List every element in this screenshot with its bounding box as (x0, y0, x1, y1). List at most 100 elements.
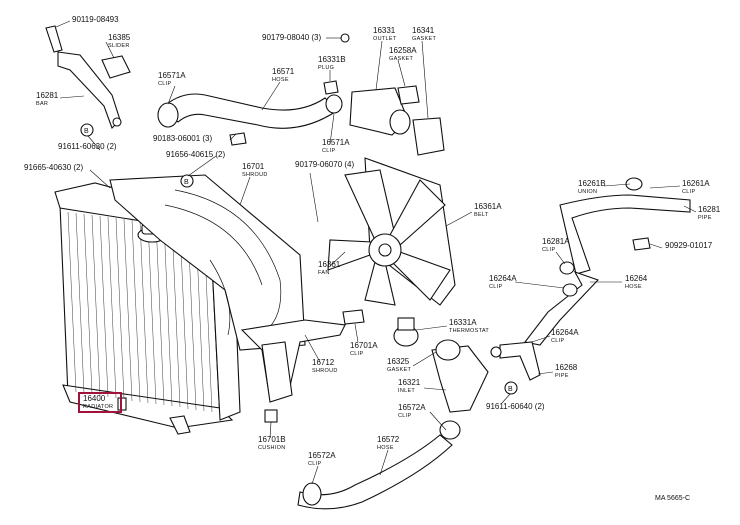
part-name: CLIP (489, 284, 502, 290)
gasket-16341[interactable] (412, 117, 445, 156)
bracket-90183[interactable] (229, 132, 247, 146)
part-name: GASKET (387, 367, 411, 373)
part-label-90183-06001[interactable]: 90183-06001 (3) (153, 134, 212, 143)
pipe-16268[interactable] (490, 341, 541, 381)
part-name: OUTLET (373, 36, 397, 42)
lower-hose[interactable] (297, 420, 461, 510)
part-number: 16701B (258, 435, 286, 444)
part-number: 16572A (308, 451, 336, 460)
part-label-91665-40630[interactable]: 91665-40630 (2) (24, 163, 83, 172)
part-name: THERMOSTAT (449, 328, 489, 334)
cooling-fan[interactable] (327, 169, 451, 306)
part-label-91611-60630[interactable]: 91611-60630 (2) (58, 142, 117, 151)
part-number: 16572 (377, 435, 400, 444)
part-name: PIPE (555, 373, 569, 379)
part-number: 91611-60630 (2) (58, 142, 117, 151)
part-number: 16385 (108, 33, 131, 42)
bolt-marker-b-3: B (504, 381, 518, 395)
part-label-90179-06070[interactable]: 90179-06070 (4) (295, 160, 354, 169)
lower-shroud[interactable] (240, 319, 346, 403)
slider-16385 (101, 55, 131, 79)
part-number: 91656-40615 (2) (166, 150, 225, 159)
part-number: 16331 (373, 26, 396, 35)
part-name: GASKET (389, 56, 413, 62)
part-name: HOSE (272, 77, 289, 83)
leader-lines (55, 20, 697, 485)
part-label-90929-01017[interactable]: 90929-01017 (665, 241, 713, 250)
fan-shroud[interactable] (109, 174, 306, 351)
part-number: 16264 (625, 274, 648, 283)
part-number: 16264A (551, 328, 579, 337)
clip-16701a[interactable] (342, 309, 365, 325)
part-number: 16341 (412, 26, 435, 35)
part-name: CLIP (682, 189, 695, 195)
part-name: RADIATOR (83, 404, 113, 410)
part-number: 16571A (322, 138, 350, 147)
bolt-marker-b-1: B (80, 123, 94, 137)
part-number: 16281 (36, 91, 59, 100)
part-number: 16571A (158, 71, 186, 80)
part-name: UNION (578, 189, 597, 195)
part-name: CLIP (542, 247, 555, 253)
water-outlet[interactable] (323, 33, 411, 136)
part-number: 16321 (398, 378, 421, 387)
thermostat[interactable] (393, 317, 419, 347)
part-number: 16361A (474, 202, 502, 211)
part-name: SHROUD (312, 368, 338, 374)
gasket-16258a[interactable] (397, 85, 420, 105)
part-label-90119-08493[interactable]: 90119-08493 (72, 15, 119, 24)
part-number: 16712 (312, 358, 335, 367)
part-label-90179-08040[interactable]: 90179-08040 (3) (262, 33, 321, 42)
part-number: 16701 (242, 162, 265, 171)
part-number: 16701A (350, 341, 378, 350)
part-number: 16268 (555, 363, 578, 372)
part-number: 16281A (542, 237, 570, 246)
part-number: 16572A (398, 403, 426, 412)
heater-pipe-16281[interactable] (559, 177, 691, 275)
part-label-91611-60640[interactable]: 91611-60640 (2) (486, 402, 545, 411)
radiator[interactable] (54, 182, 241, 435)
part-number: 90179-08040 (3) (262, 33, 321, 42)
part-name: CLIP (398, 413, 411, 419)
upper-hose[interactable] (157, 93, 343, 129)
part-number: 16281 (698, 205, 721, 214)
hose-16264[interactable] (524, 261, 599, 346)
water-inlet[interactable] (431, 339, 489, 413)
cushion-16701b[interactable] (264, 409, 278, 423)
part-label-91656-40615[interactable]: 91656-40615 (2) (166, 150, 225, 159)
part-number: 90119-08493 (72, 15, 119, 24)
part-name: CLIP (350, 351, 363, 357)
radiator-support-bar[interactable] (45, 25, 131, 129)
part-name: CLIP (322, 148, 335, 154)
